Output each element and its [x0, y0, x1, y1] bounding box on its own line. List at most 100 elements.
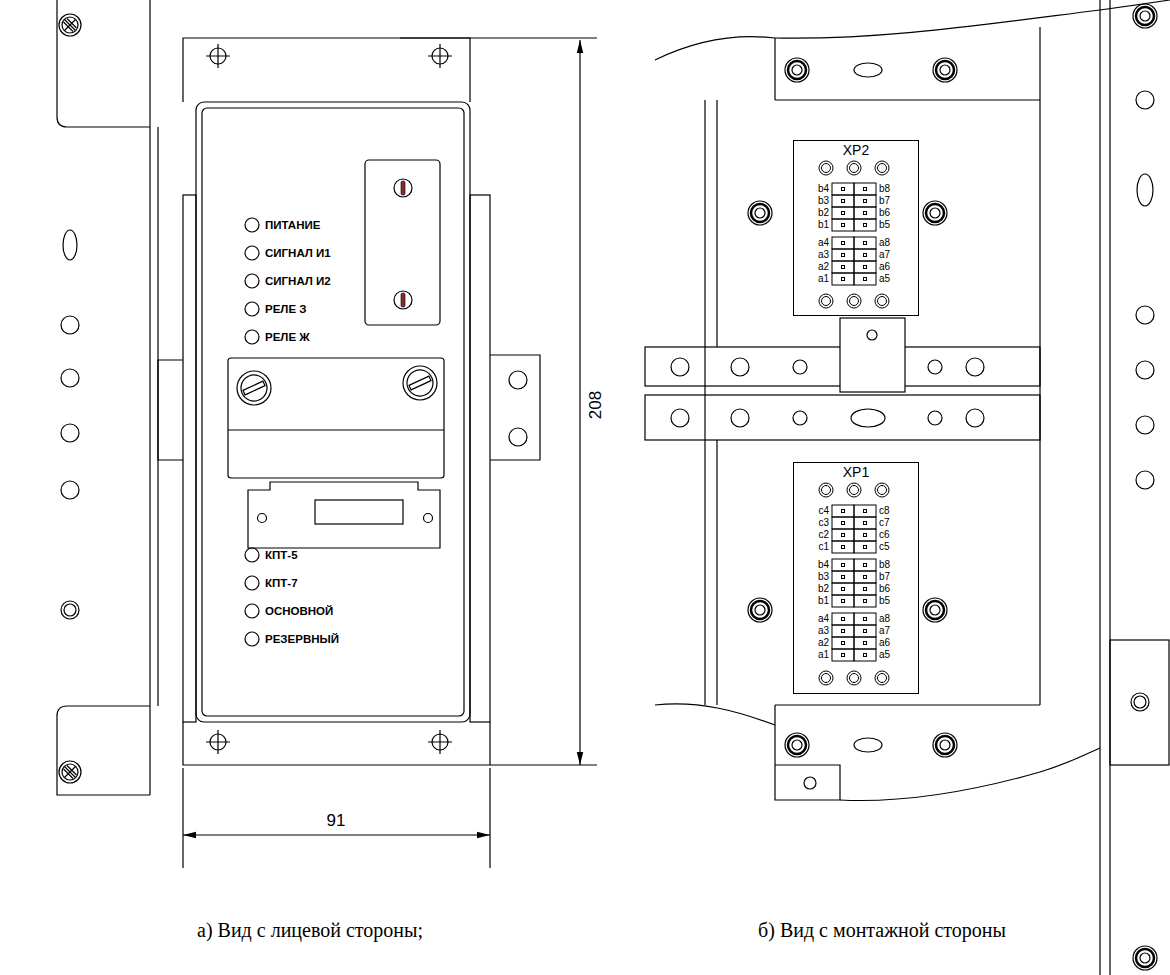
led-label: РЕЛЕ З	[265, 303, 306, 315]
device-housing	[509, 428, 527, 446]
pin-contact	[842, 266, 845, 269]
dimension-line	[183, 38, 597, 868]
indicator-led	[245, 576, 259, 590]
switch-panel	[409, 376, 431, 390]
left-rail	[59, 761, 81, 783]
din-rail	[671, 358, 689, 376]
device-housing	[509, 371, 527, 389]
mounting-plate	[775, 27, 1040, 100]
led-label: СИГНАЛ И1	[265, 247, 331, 259]
left-rail	[61, 316, 79, 334]
mount-hole	[819, 483, 833, 497]
dimension-line	[490, 764, 597, 765]
pin-cell	[854, 183, 876, 195]
din-rail	[928, 411, 942, 425]
pin-name: b2	[794, 207, 829, 219]
pin-name: b8	[879, 183, 890, 195]
pin-cell	[854, 207, 876, 219]
right-rail	[1100, 0, 1169, 975]
indicator-led	[245, 604, 259, 618]
pin-cell	[832, 613, 854, 625]
pin-cell	[832, 649, 854, 661]
pin-contact	[842, 534, 845, 537]
pin-contact	[842, 278, 845, 281]
left-rail	[63, 230, 77, 260]
pin-cell	[832, 207, 854, 219]
pin-cell	[854, 529, 876, 541]
mount-hole	[819, 671, 833, 685]
pin-cell	[832, 583, 854, 595]
din-rail	[645, 395, 1040, 440]
left-rail	[61, 369, 79, 387]
pin-cell	[832, 195, 854, 207]
pin-cell	[854, 261, 876, 273]
pin-contact	[842, 522, 845, 525]
device-housing	[158, 38, 540, 765]
mount-hole	[847, 483, 861, 497]
pin-cell	[832, 219, 854, 231]
cover-plate	[365, 160, 440, 325]
mounting-plate	[840, 748, 1100, 800]
din-rail	[840, 318, 905, 392]
pin-name: c1	[794, 541, 829, 553]
pin-name: a8	[879, 613, 890, 625]
pin-contact	[842, 254, 845, 257]
pin-name: c5	[879, 541, 890, 553]
indicator-led	[245, 632, 259, 646]
pin-cell	[854, 219, 876, 231]
device-housing	[202, 108, 464, 716]
left-rail	[57, 0, 150, 127]
indicator-led	[245, 218, 259, 646]
pin-cell	[854, 595, 876, 607]
pin-contact	[864, 278, 867, 281]
pin-contact	[842, 510, 845, 513]
mounting-plate	[785, 58, 809, 82]
switch-panel	[403, 366, 438, 401]
indicator-led	[245, 548, 259, 562]
pin-name: a6	[879, 637, 890, 649]
mounting-plate	[854, 738, 882, 752]
device-housing	[183, 38, 470, 102]
switch-panel	[237, 371, 272, 406]
din-rail	[793, 411, 807, 425]
connector-name: XP1	[794, 464, 918, 480]
pin-cell	[832, 571, 854, 583]
left-rail	[61, 481, 79, 499]
pin-cell	[832, 517, 854, 529]
mount-hole	[847, 161, 861, 175]
switch-panel	[228, 358, 444, 478]
dimension-value: 208	[586, 391, 606, 419]
pin-contact	[842, 630, 845, 633]
pin-contact	[842, 224, 845, 227]
pin-contact	[864, 600, 867, 603]
cover-plate	[394, 291, 412, 309]
connector-block: XP1c4c3c2c1b4b3b2b1a4a3a2a1c8c7c6c5b8b7b…	[793, 462, 919, 694]
pin-cell	[832, 237, 854, 249]
led-label: КПТ-7	[265, 577, 298, 589]
indicator-led	[245, 330, 259, 344]
device-housing	[428, 44, 452, 68]
device-housing	[183, 195, 196, 722]
din-rail	[867, 330, 877, 340]
switch-panel	[403, 366, 438, 401]
left-rail	[149, 0, 150, 795]
mounting-plate	[704, 100, 705, 705]
pin-name: a3	[794, 249, 829, 261]
din-rail	[645, 318, 1040, 440]
din-rail	[966, 358, 984, 376]
dimension-line	[183, 834, 490, 835]
pin-contact	[842, 564, 845, 567]
right-rail	[1099, 0, 1100, 975]
pin-cell	[854, 517, 876, 529]
cover-plate	[394, 179, 412, 197]
pin-contact	[864, 642, 867, 645]
mount-hole	[878, 674, 887, 683]
pin-name: b1	[794, 595, 829, 607]
led-label: КПТ-5	[265, 549, 298, 561]
mounting-plate	[655, 0, 1170, 800]
din-rail	[671, 409, 689, 427]
switch-panel	[403, 366, 437, 400]
mounting-plate	[923, 598, 947, 622]
pin-name: c7	[879, 517, 890, 529]
